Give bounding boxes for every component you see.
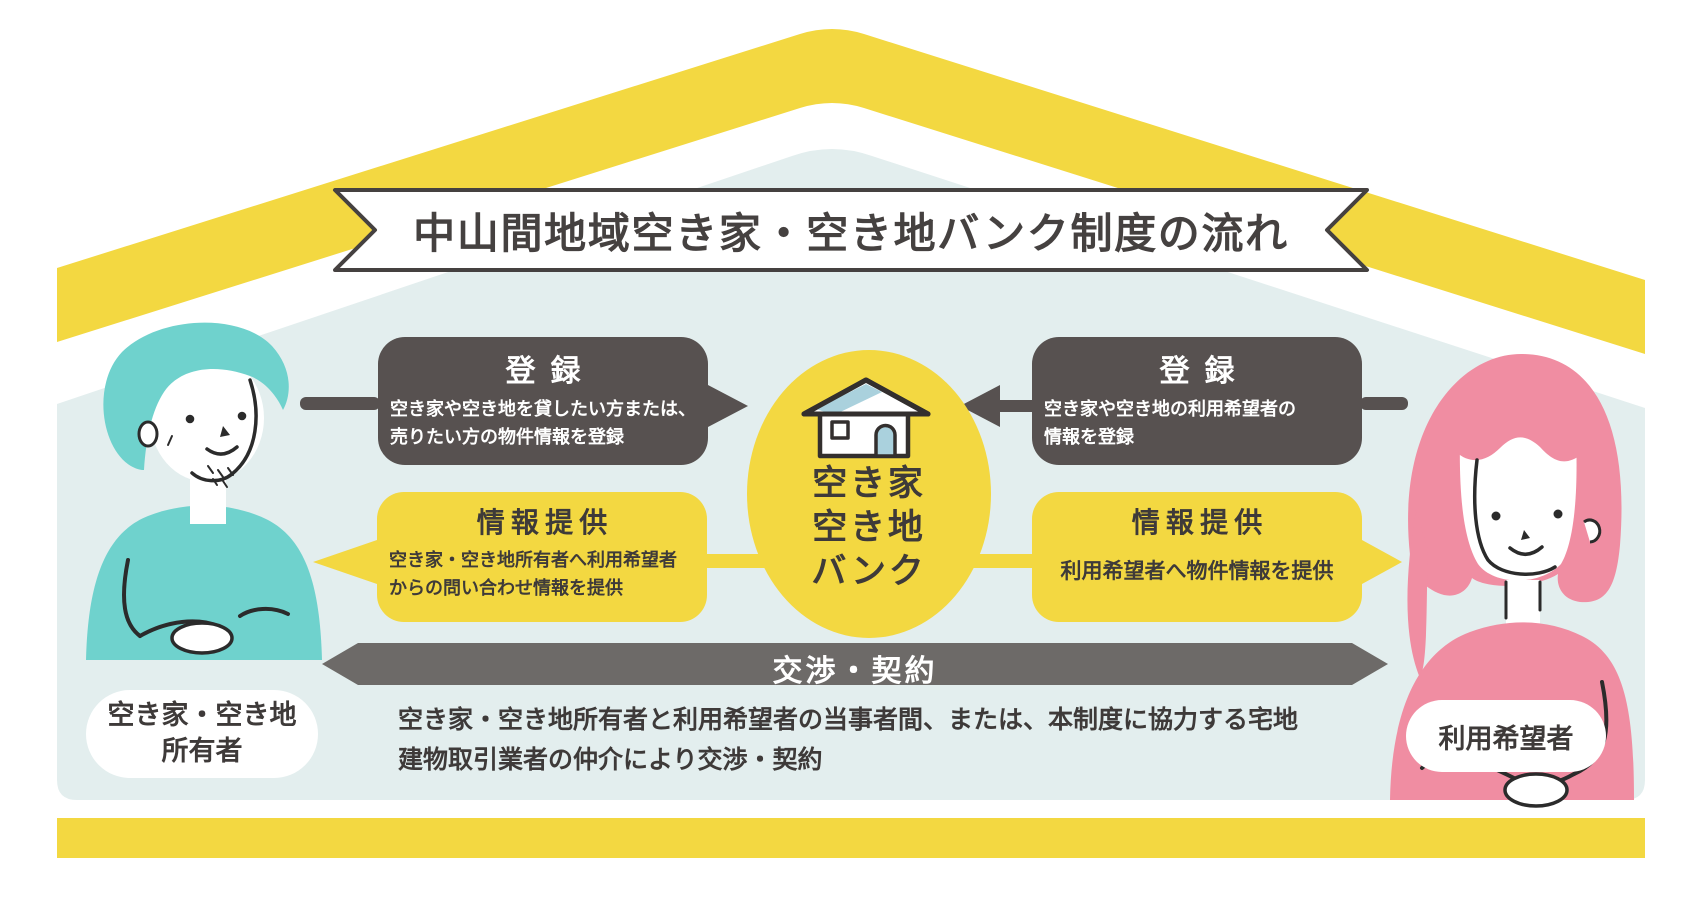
- negotiation-note-line-1: 空き家・空き地所有者と利用希望者の当事者間、または、本制度に協力する宅地: [398, 705, 1299, 734]
- user-info-body: 利用希望者へ物件情報を提供: [1044, 555, 1350, 588]
- user-eyes: [1491, 509, 1563, 521]
- title-banner-ribbon: [333, 188, 1369, 272]
- owner-ear: [137, 420, 159, 448]
- owner-person-illustration: [86, 322, 322, 660]
- house-floor-strip: [57, 818, 1645, 858]
- owner-jaw-line: [190, 378, 258, 483]
- user-register-line-1: 空き家や空き地の利用希望者の: [1044, 399, 1296, 420]
- house-icon-door: [874, 423, 897, 458]
- owner-label-pill: 空き家・空き地 所有者: [86, 690, 318, 778]
- owner-beard-strokes: [167, 435, 234, 488]
- user-face-outline: [1472, 458, 1557, 576]
- bank-label-line-3: バンク: [811, 552, 927, 592]
- user-ear: [1583, 518, 1602, 544]
- user-register-body: 空き家や空き地の利用希望者の 情報を登録: [1044, 396, 1350, 452]
- user-info-box: 情報提供 利用希望者へ物件情報を提供: [1032, 492, 1362, 622]
- user-label-line-1: 利用希望者: [1438, 723, 1574, 755]
- user-label-pill: 利用希望者: [1406, 700, 1606, 772]
- user-register-arrow: [960, 385, 1408, 427]
- owner-info-title: 情報提供: [476, 506, 614, 539]
- negotiation-arrow-bar: [322, 643, 1388, 685]
- negotiation-note: 空き家・空き地所有者と利用希望者の当事者間、または、本制度に協力する宅地 建物取…: [398, 700, 1318, 780]
- owner-info-box: 情報提供 空き家・空き地所有者へ利用希望者 からの問い合わせ情報を提供: [377, 492, 707, 622]
- user-register-box: 登録 空き家や空き地の利用希望者の 情報を登録: [1032, 337, 1362, 465]
- bank-label: 空き家 空き地 バンク: [747, 462, 991, 594]
- owner-info-body: 空き家・空き地所有者へ利用希望者 からの問い合わせ情報を提供: [389, 547, 695, 603]
- owner-info-line-2: からの問い合わせ情報を提供: [389, 577, 623, 599]
- banner-title: 中山間地域空き家・空き地バンク制度の流れ: [413, 209, 1289, 258]
- user-info-arrow: [972, 540, 1402, 584]
- owner-register-body: 空き家や空き地を貸したい方または、 売りたい方の物件情報を登録: [390, 396, 696, 452]
- owner-info-arrow: [313, 540, 768, 584]
- owner-label-line-2: 所有者: [161, 736, 243, 767]
- owner-register-arrow: [300, 385, 748, 427]
- owner-mug: [170, 621, 234, 655]
- owner-mouth: [205, 445, 239, 456]
- owner-register-title: 登録: [505, 354, 596, 389]
- owner-register-line-1: 空き家や空き地を貸したい方または、: [390, 399, 696, 420]
- user-nose: [1521, 530, 1530, 540]
- user-fringe: [1456, 436, 1582, 462]
- owner-label-line-1: 空き家・空き地: [107, 700, 297, 731]
- owner-register-box: 登録 空き家や空き地を貸したい方または、 売りたい方の物件情報を登録: [378, 337, 708, 465]
- user-hair-strand: [1407, 510, 1428, 678]
- user-face: [1459, 436, 1577, 581]
- owner-eyes: [185, 411, 247, 424]
- house-icon: [801, 377, 931, 459]
- user-mouth: [1508, 545, 1544, 556]
- bank-label-line-1: 空き家: [812, 464, 926, 504]
- negotiation-bar-label: 交渉・契約: [772, 654, 938, 689]
- owner-register-line-2: 売りたい方の物件情報を登録: [390, 426, 624, 448]
- user-mug: [1503, 772, 1569, 808]
- user-info-title: 情報提供: [1131, 506, 1269, 539]
- owner-info-line-1: 空き家・空き地所有者へ利用希望者: [389, 550, 677, 571]
- user-info-line-1: 利用希望者へ物件情報を提供: [1060, 559, 1334, 583]
- owner-body: [86, 505, 322, 660]
- user-neck-lines: [1504, 580, 1542, 620]
- user-neck: [1506, 580, 1540, 626]
- negotiation-note-line-2: 建物取引業者の仲介により交渉・契約: [398, 745, 823, 774]
- bank-ellipse: [747, 350, 991, 638]
- bank-label-line-2: 空き地: [812, 508, 926, 548]
- owner-nose: [220, 426, 230, 437]
- house-icon-window: [830, 420, 850, 440]
- house-icon-roof-outline: [801, 377, 931, 417]
- house-icon-roof-panel: [816, 384, 882, 415]
- user-register-line-2: 情報を登録: [1044, 426, 1134, 448]
- user-register-title: 登録: [1159, 354, 1250, 389]
- owner-hair: [103, 322, 289, 470]
